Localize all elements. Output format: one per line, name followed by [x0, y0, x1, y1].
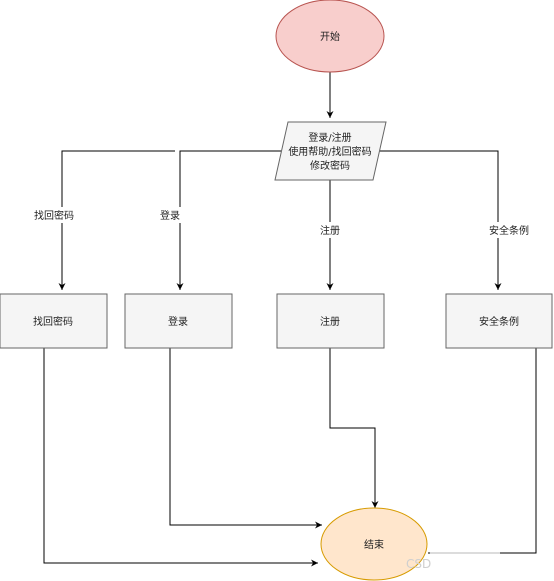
edges [43, 72, 537, 567]
edge-terms-to-end [428, 348, 537, 554]
edge-menu-to-login [176, 150, 290, 290]
menu-line-1: 登录/注册 [308, 131, 351, 144]
terms-node-label: 安全条例 [479, 315, 519, 328]
terms-node[interactable]: 安全条例 [445, 293, 553, 349]
start-node-label: 开始 [320, 30, 340, 43]
register-node[interactable]: 注册 [276, 293, 385, 349]
start-node[interactable]: 开始 [275, 0, 385, 73]
forgot-node-label: 找回密码 [33, 315, 73, 328]
end-node[interactable]: 结束 [320, 507, 428, 581]
edge-menu-to-terms [373, 150, 502, 290]
register-node-label: 注册 [320, 315, 340, 328]
login-node[interactable]: 登录 [124, 293, 233, 349]
forgot-node[interactable]: 找回密码 [0, 293, 108, 349]
watermark-text: CSD [406, 557, 431, 571]
menu-node[interactable]: 登录/注册 使用帮助/找回密码 修改密码 [274, 121, 387, 181]
edge-label-forgot: 找回密码 [34, 209, 74, 222]
end-node-label: 结束 [364, 538, 384, 551]
edge-forgot-to-end [43, 348, 318, 567]
edge-label-register: 注册 [320, 224, 340, 237]
edge-label-login: 登录 [160, 209, 180, 222]
login-node-label: 登录 [168, 315, 188, 328]
edge-login-to-end [169, 348, 322, 529]
menu-line-3: 修改密码 [310, 159, 350, 172]
edge-labels: 找回密码 登录 注册 安全条例 [30, 207, 534, 238]
edge-register-to-end [329, 348, 379, 508]
menu-line-2: 使用帮助/找回密码 [288, 145, 371, 158]
edge-label-terms: 安全条例 [489, 224, 529, 237]
edge-menu-to-forgot [58, 150, 175, 290]
